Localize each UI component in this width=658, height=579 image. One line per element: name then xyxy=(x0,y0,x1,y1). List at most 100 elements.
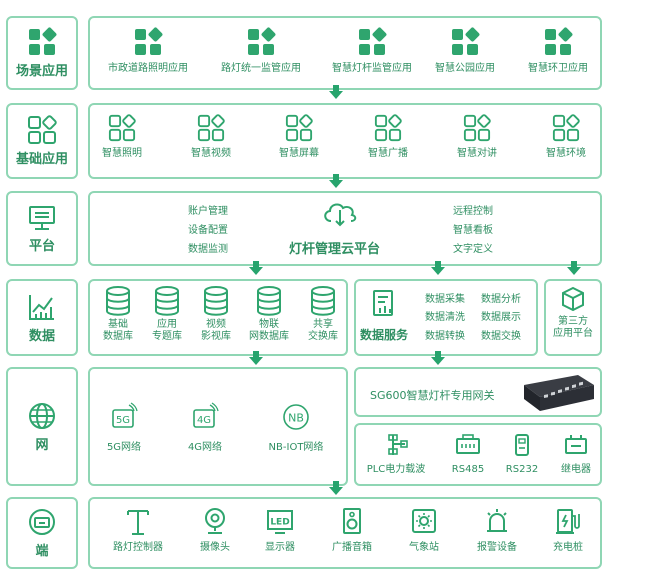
port-item-label: 继电器 xyxy=(561,464,591,475)
data-service-item: 数据转换 xyxy=(425,331,465,342)
arrow-net-end xyxy=(329,481,343,495)
arrow-service-gateway xyxy=(431,351,445,365)
database-item: 视频影视库 xyxy=(161,286,271,343)
base-item: 智慧视频 xyxy=(156,114,266,160)
cloud-icon xyxy=(324,203,357,227)
database-icon xyxy=(106,286,130,316)
app-grid-outline-icon xyxy=(463,114,491,142)
database-l1: 视频 xyxy=(206,319,226,330)
platform-title: 灯杆管理云平台 xyxy=(289,242,381,257)
svg-text:LED: LED xyxy=(270,518,289,528)
database-icon xyxy=(155,286,179,316)
nb-iot-icon-text: NB xyxy=(288,412,304,425)
scene-item: 智慧灯杆监管应用 xyxy=(317,27,427,75)
signal-icon-text: 5G xyxy=(116,415,130,426)
database-l2: 专题库 xyxy=(152,331,182,342)
third-party-l2: 应用平台 xyxy=(553,328,593,339)
database-l2: 交换库 xyxy=(308,331,338,342)
data-label-text: 数据 xyxy=(28,328,55,344)
end-device-label: 广播音箱 xyxy=(332,542,372,553)
port-item: RS232 xyxy=(467,433,577,476)
end-device-item: 报警设备 xyxy=(442,506,552,554)
end-device-label: 显示器 xyxy=(265,542,295,553)
end-label-text: 端 xyxy=(35,544,49,559)
arrow-base-platform xyxy=(329,174,343,188)
app-grid-outline-icon xyxy=(374,114,402,142)
net-label: 网 xyxy=(6,367,78,486)
base-content-box xyxy=(88,103,602,179)
data-service-item: 数据清洗 xyxy=(425,312,465,323)
end-device-label: 路灯控制器 xyxy=(113,542,163,553)
base-item: 智慧对讲 xyxy=(422,114,532,160)
camera-icon xyxy=(205,508,225,534)
port-item-label: RS485 xyxy=(451,464,485,475)
app-grid-outline-icon xyxy=(552,114,580,142)
report-icon xyxy=(373,290,393,316)
5g-signal-icon: 5G xyxy=(112,402,138,428)
data-service-item: 数据交换 xyxy=(481,331,521,342)
end-device-label: 摄像头 xyxy=(200,542,230,553)
database-box xyxy=(88,279,348,356)
arrow-platform-db xyxy=(249,261,263,275)
port-item: 继电器 xyxy=(521,433,631,476)
end-device-item: 充电桩 xyxy=(513,506,623,554)
scene-item: 智慧公园应用 xyxy=(410,27,520,75)
scene-label-box xyxy=(6,16,78,90)
arrow-scene-base xyxy=(329,85,343,99)
base-label-text: 基础应用 xyxy=(15,152,68,167)
base-item-label: 智慧视频 xyxy=(191,148,231,159)
arrow-platform-third xyxy=(567,261,581,275)
port-item: PLC电力载波 xyxy=(341,433,451,476)
end-device-label: 气象站 xyxy=(409,542,439,553)
end-device-item: 气象站 xyxy=(369,506,479,554)
platform-right-item: 文字定义 xyxy=(453,244,493,255)
chart-icon xyxy=(29,294,54,320)
net-label-text: 网 xyxy=(35,437,49,453)
nb-iot-icon: NB xyxy=(283,404,309,430)
scene-label: 场景应用 xyxy=(6,16,78,90)
scene-item-label: 智慧灯杆监管应用 xyxy=(332,63,412,74)
app-grid-icon xyxy=(29,27,57,55)
database-l1: 应用 xyxy=(157,319,177,330)
port-item-label: PLC电力载波 xyxy=(366,464,426,475)
database-l2: 影视库 xyxy=(201,331,231,342)
arrow-platform-service xyxy=(431,261,445,275)
network-item: NB NB-IOT网络 xyxy=(241,402,351,454)
4g-signal-icon: 4G xyxy=(193,402,219,428)
monitor-icon xyxy=(29,205,55,230)
database-item: 物联网数据库 xyxy=(214,286,324,343)
platform-label-text: 平台 xyxy=(28,238,55,254)
network-item-label: NB-IOT网络 xyxy=(268,442,324,453)
end-device-label: 报警设备 xyxy=(477,542,517,553)
app-grid-outline-icon xyxy=(197,114,225,142)
scene-label-text: 场景应用 xyxy=(15,64,68,79)
rs232-port-icon xyxy=(515,434,529,456)
base-item-label: 智慧对讲 xyxy=(457,148,497,159)
app-grid-icon xyxy=(545,27,573,55)
signal-icon-text: 4G xyxy=(197,415,211,426)
database-icon xyxy=(257,286,281,316)
data-service-item: 数据采集 xyxy=(425,294,465,305)
app-grid-icon xyxy=(248,27,276,55)
third-party-l1: 第三方 xyxy=(558,316,588,327)
base-item: 智慧屏幕 xyxy=(244,114,354,160)
database-l1: 共享 xyxy=(313,319,333,330)
led-display-icon: LED xyxy=(267,510,293,534)
scene-content-box xyxy=(88,16,602,90)
platform-label: 平台 xyxy=(6,191,78,266)
end-device-item: LED 显示器 xyxy=(225,506,335,554)
gateway-device-image xyxy=(524,375,594,411)
scene-item-label: 路灯统一监管应用 xyxy=(221,63,301,74)
charging-pile-icon xyxy=(556,509,580,534)
base-item-label: 智慧屏幕 xyxy=(279,148,319,159)
platform-left-item: 账户管理 xyxy=(188,206,228,217)
app-grid-icon xyxy=(452,27,480,55)
scene-item: 市政道路照明应用 xyxy=(93,27,203,75)
database-item: 应用专题库 xyxy=(112,286,222,343)
end-label: 端 xyxy=(6,497,78,569)
app-grid-outline-icon xyxy=(108,114,136,142)
device-circle-icon xyxy=(29,509,55,535)
port-item-label: RS232 xyxy=(505,464,539,475)
database-l2: 网数据库 xyxy=(249,331,289,342)
